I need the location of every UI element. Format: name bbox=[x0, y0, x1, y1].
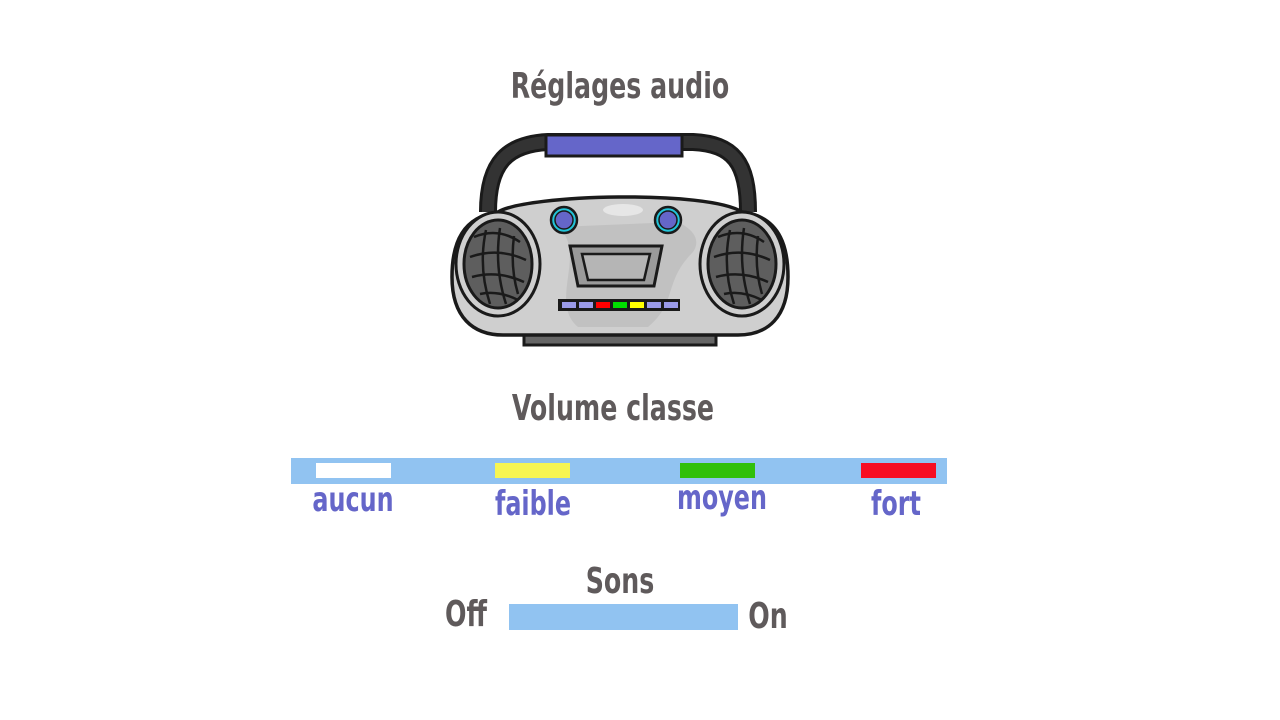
volume-level-moyen-label[interactable]: moyen bbox=[677, 478, 767, 518]
sounds-on-label: On bbox=[748, 596, 788, 637]
volume-level-fort-label[interactable]: fort bbox=[871, 484, 921, 524]
sounds-off-label: Off bbox=[445, 594, 487, 635]
volume-level-faible-label[interactable]: faible bbox=[494, 484, 572, 524]
volume-section-title: Volume classe bbox=[511, 388, 715, 429]
page-title: Réglages audio bbox=[510, 66, 730, 107]
volume-level-fort-swatch[interactable] bbox=[861, 463, 936, 478]
sounds-toggle[interactable] bbox=[509, 604, 738, 630]
volume-level-aucun-swatch[interactable] bbox=[316, 463, 391, 478]
sounds-section-title: Sons bbox=[585, 561, 655, 602]
volume-slider-track[interactable] bbox=[291, 458, 947, 484]
volume-level-faible-swatch[interactable] bbox=[495, 463, 570, 478]
boombox-icon bbox=[450, 133, 790, 347]
volume-level-moyen-swatch[interactable] bbox=[680, 463, 755, 478]
volume-level-aucun-label[interactable]: aucun bbox=[312, 480, 394, 520]
